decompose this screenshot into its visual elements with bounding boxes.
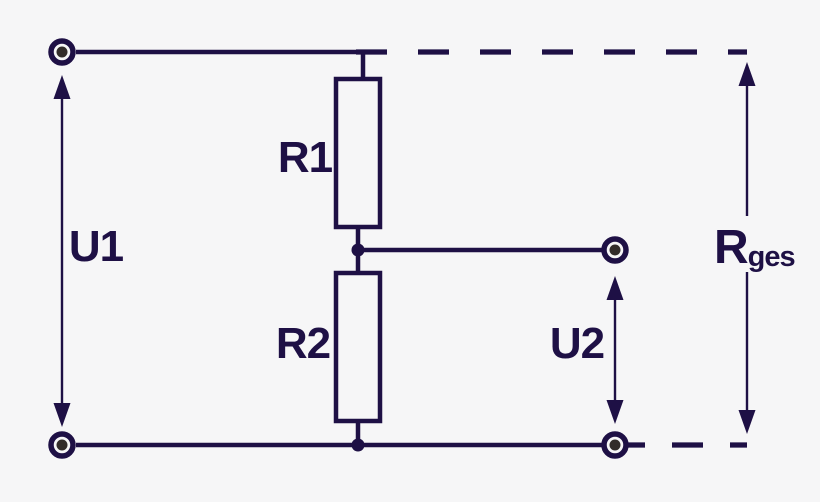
label-rges: Rges bbox=[714, 221, 795, 274]
arrow-rges bbox=[738, 62, 756, 434]
wire-top bbox=[76, 49, 366, 79]
terminal-dot-icon bbox=[56, 439, 68, 451]
arrow-u2-head-up-icon bbox=[606, 276, 624, 300]
arrow-u2-head-down-icon bbox=[606, 400, 624, 424]
junction-dot-bottom bbox=[351, 438, 365, 452]
label-u2: U2 bbox=[550, 319, 604, 368]
label-rges-subscript: ges bbox=[748, 241, 795, 273]
terminal-top-left bbox=[48, 38, 76, 66]
arrow-u1 bbox=[53, 75, 71, 427]
arrow-u1-head-down-icon bbox=[53, 403, 71, 427]
label-rges-base: R bbox=[714, 221, 748, 274]
terminal-dot-icon bbox=[609, 439, 621, 451]
terminal-mid-right bbox=[601, 236, 629, 264]
label-r1: R1 bbox=[278, 133, 333, 182]
label-u1: U1 bbox=[69, 222, 124, 271]
terminal-dot-icon bbox=[609, 244, 621, 256]
label-r2: R2 bbox=[276, 319, 330, 368]
arrow-u1-head-up-icon bbox=[53, 75, 71, 99]
terminal-dot-icon bbox=[56, 46, 68, 58]
junction-dot-mid bbox=[351, 243, 365, 257]
arrow-rges-head-down-icon bbox=[738, 410, 756, 434]
resistor-r2 bbox=[333, 270, 383, 424]
arrow-rges-head-up-icon bbox=[738, 62, 756, 86]
terminal-bottom-left bbox=[48, 431, 76, 459]
resistor-r1 bbox=[333, 76, 383, 230]
terminal-bottom-right bbox=[601, 431, 629, 459]
arrow-u2 bbox=[606, 276, 624, 424]
